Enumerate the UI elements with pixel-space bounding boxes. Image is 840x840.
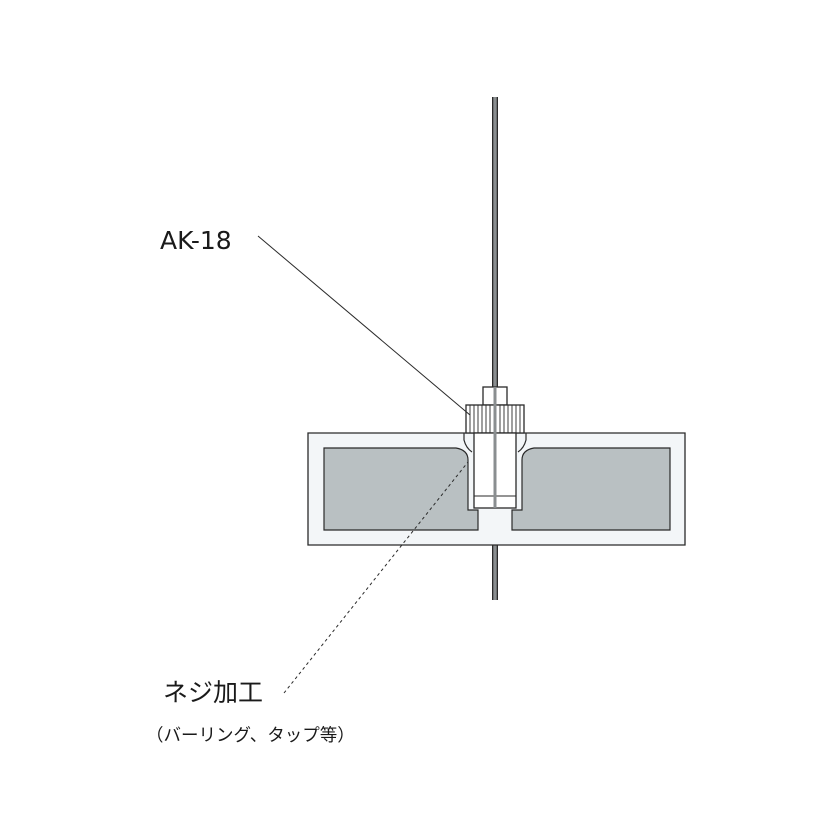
label-thread-process: ネジ加工	[163, 678, 263, 707]
label-thread-note: （バーリング、タップ等）	[146, 726, 355, 746]
label-ak18: AK-18	[160, 226, 232, 255]
ak18-fitting	[465, 386, 525, 509]
leader-line-ak18	[257, 235, 471, 416]
knurl-lines	[469, 405, 521, 433]
leader-line-thread	[283, 461, 469, 694]
